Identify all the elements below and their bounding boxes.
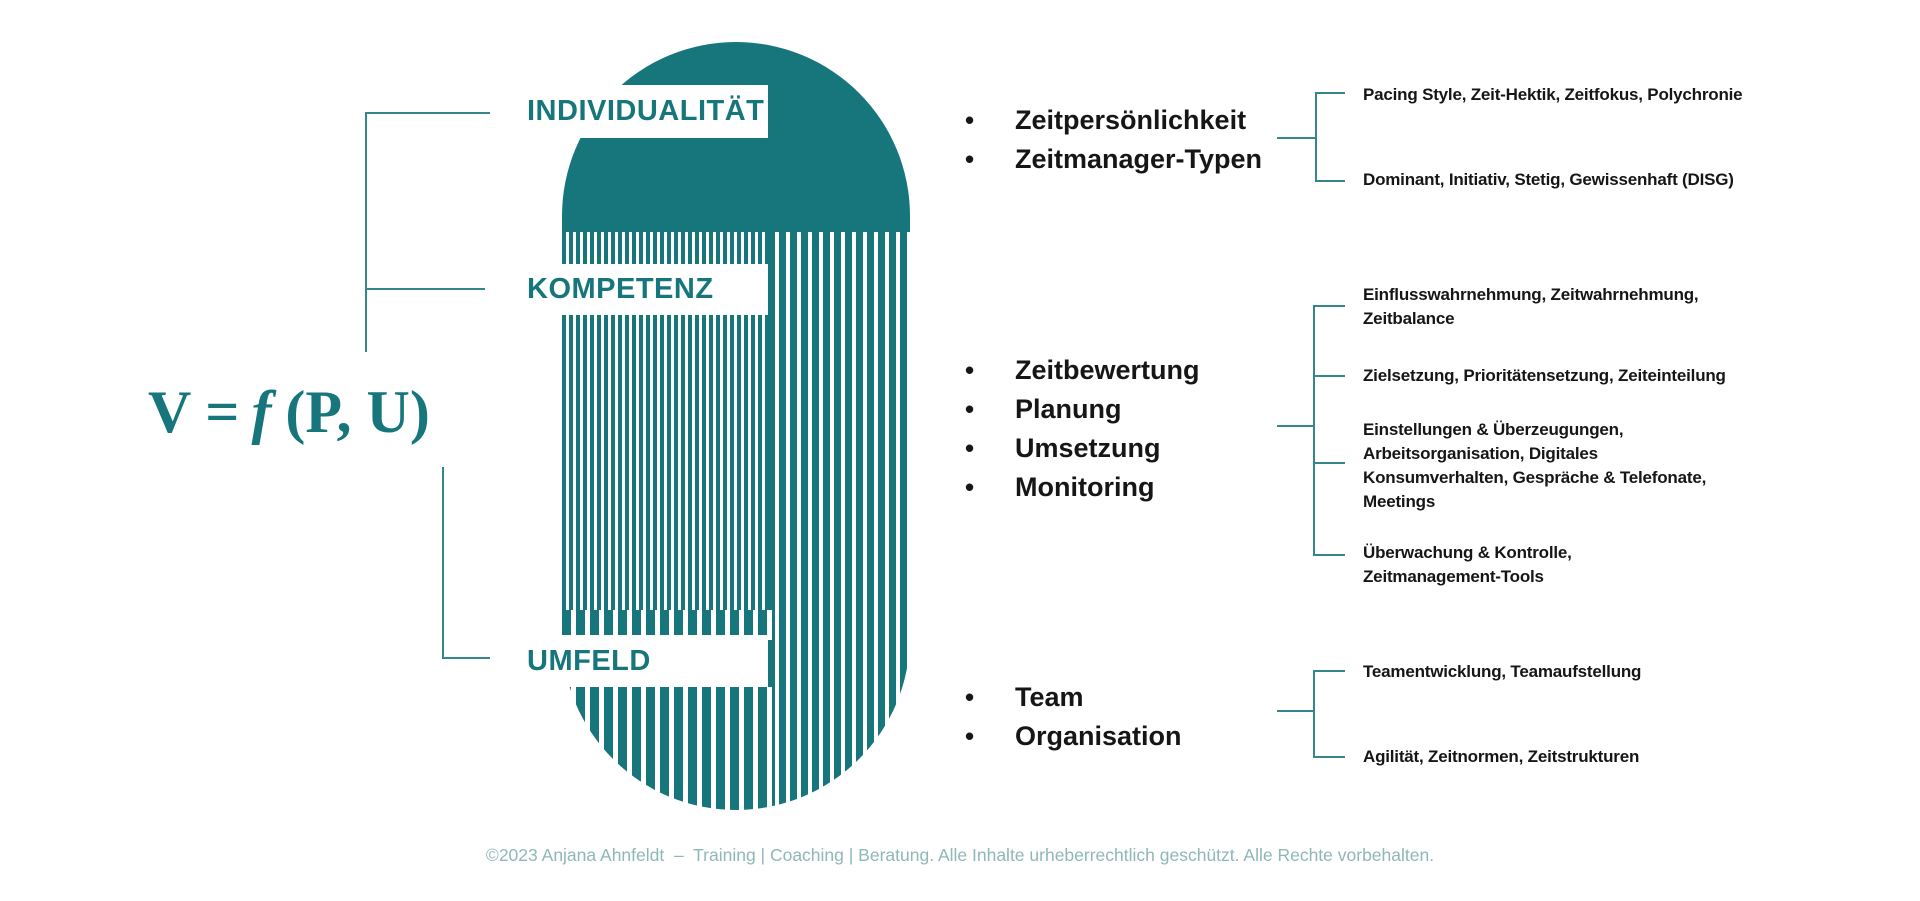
formula-lhs: V = bbox=[148, 379, 240, 445]
bullet-dot: • bbox=[965, 472, 975, 502]
bullet-label: Team bbox=[1015, 681, 1084, 712]
label-kompetenz: KOMPETENZ bbox=[527, 273, 714, 305]
detail-disg: Dominant, Initiativ, Stetig, Gewissenhaf… bbox=[1363, 170, 1734, 189]
bracket-mid-tick1 bbox=[1313, 305, 1345, 307]
banner-umfeld: UMFELD bbox=[505, 635, 768, 687]
bullet-label: Planung bbox=[1015, 393, 1122, 424]
bracket-mid-stub bbox=[1277, 425, 1313, 427]
bullet-team: • Team bbox=[965, 677, 1084, 717]
capsule-right-stripes bbox=[768, 232, 910, 810]
bullet-dot: • bbox=[965, 682, 975, 712]
bracket-top-tick2 bbox=[1315, 180, 1345, 182]
bullet-dot: • bbox=[965, 355, 975, 385]
detail-agilitaet: Agilität, Zeitnormen, Zeitstrukturen bbox=[1363, 747, 1640, 766]
bracket-left-upper-v bbox=[365, 112, 367, 352]
formula-args: (P, U) bbox=[285, 379, 430, 445]
bullet-zeitbewertung: • Zeitbewertung bbox=[965, 350, 1200, 390]
detail-zielsetzung: Zielsetzung, Prioritätensetzung, Zeitein… bbox=[1363, 366, 1726, 385]
bracket-left-upper-h1 bbox=[365, 112, 490, 114]
capsule-bottom-stripes bbox=[562, 687, 772, 810]
bullet-zeitpersoenlichkeit: • Zeitpersönlichkeit bbox=[965, 100, 1246, 140]
bracket-left-lower-v bbox=[442, 467, 444, 659]
bullet-dot: • bbox=[965, 433, 975, 463]
detail-pacing-style: Pacing Style, Zeit-Hektik, Zeitfokus, Po… bbox=[1363, 85, 1743, 104]
bracket-left-lower-h bbox=[442, 657, 490, 659]
bracket-top-stub bbox=[1277, 137, 1315, 139]
banner-individualitaet: INDIVIDUALITÄT bbox=[505, 85, 768, 138]
label-umfeld: UMFELD bbox=[527, 644, 651, 677]
bullet-label: Monitoring bbox=[1015, 471, 1155, 502]
detail-teamentwicklung: Teamentwicklung, Teamaufstellung bbox=[1363, 662, 1642, 681]
label-individualitaet: INDIVIDUALITÄT bbox=[527, 95, 765, 127]
formula: V =f(P, U) bbox=[148, 378, 430, 447]
bullet-organisation: • Organisation bbox=[965, 716, 1182, 756]
bracket-mid-tick3 bbox=[1313, 462, 1345, 464]
detail-wahrnehmung: Einflusswahrnehmung, Zeitwahrnehmung, Ze… bbox=[1363, 285, 1699, 328]
bullet-monitoring: • Monitoring bbox=[965, 467, 1154, 507]
bracket-left-upper-h2 bbox=[365, 288, 485, 290]
detail-ueberwachung: Überwachung & Kontrolle, Zeitmanagement-… bbox=[1363, 543, 1572, 586]
bullet-dot: • bbox=[965, 105, 975, 135]
bracket-top-tick1 bbox=[1315, 92, 1345, 94]
banner-kompetenz: KOMPETENZ bbox=[505, 264, 768, 315]
bullet-dot: • bbox=[965, 394, 975, 424]
bullet-label: Zeitmanager-Typen bbox=[1015, 143, 1263, 174]
bracket-bottom-tick1 bbox=[1313, 670, 1345, 672]
formula-function-symbol: f bbox=[251, 379, 272, 445]
bracket-top-v bbox=[1315, 92, 1317, 182]
bracket-mid-v bbox=[1313, 305, 1315, 556]
bullet-label: Organisation bbox=[1015, 720, 1182, 751]
bracket-mid-tick4 bbox=[1313, 554, 1345, 556]
bullet-label: Umsetzung bbox=[1015, 432, 1161, 463]
bullet-dot: • bbox=[965, 144, 975, 174]
detail-einstellungen: Einstellungen & Überzeugungen, Arbeitsor… bbox=[1363, 420, 1707, 511]
bullet-label: Zeitbewertung bbox=[1015, 354, 1200, 385]
bullet-umsetzung: • Umsetzung bbox=[965, 428, 1161, 468]
bullet-dot: • bbox=[965, 721, 975, 751]
bracket-bottom-tick2 bbox=[1313, 756, 1345, 758]
bracket-bottom-v bbox=[1313, 670, 1315, 758]
copyright-footer: ©2023 Anjana Ahnfeldt – Training | Coach… bbox=[485, 845, 1435, 865]
bracket-bottom-stub bbox=[1277, 710, 1313, 712]
bullet-label: Zeitpersönlichkeit bbox=[1015, 104, 1247, 135]
bullet-zeitmanager-typen: • Zeitmanager-Typen bbox=[965, 139, 1262, 179]
bracket-mid-tick2 bbox=[1313, 375, 1345, 377]
bullet-planung: • Planung bbox=[965, 389, 1122, 429]
capsule-graphic bbox=[562, 42, 910, 810]
